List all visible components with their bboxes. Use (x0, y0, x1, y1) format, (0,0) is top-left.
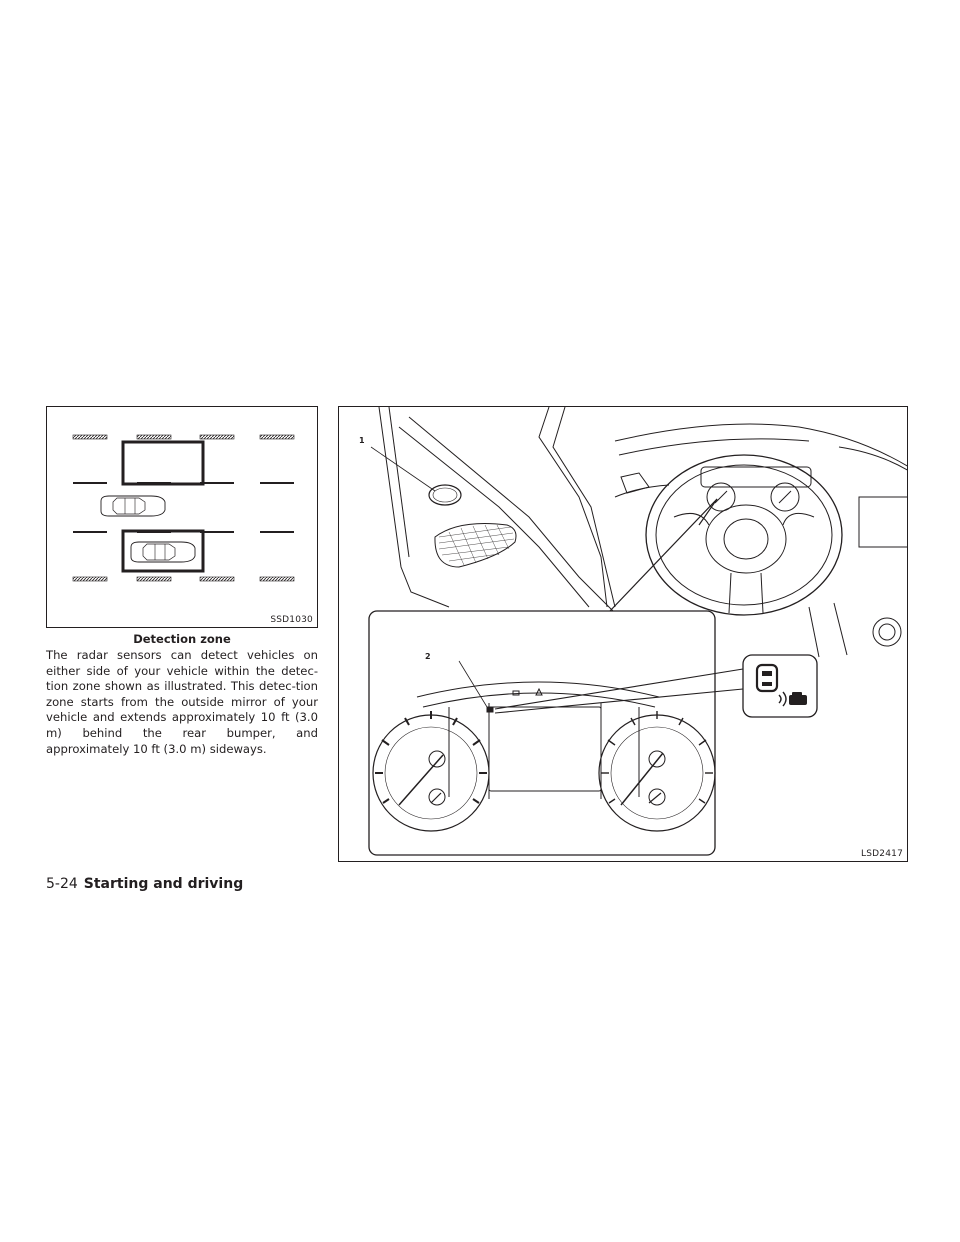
body-paragraph: The radar sensors can detect vehicles on… (46, 648, 318, 756)
mirror-indicator (428, 484, 462, 506)
cluster-inset (368, 610, 716, 856)
steering-wheel (645, 454, 843, 616)
figure-caption: Detection zone (133, 632, 231, 646)
section-title: Starting and driving (83, 876, 244, 892)
detection-zone-upper (121, 440, 205, 486)
own-vehicle (130, 541, 196, 563)
cockpit-illustration (368, 407, 907, 856)
detection-zone-diagram (72, 434, 295, 582)
detection-zone-lower (121, 529, 205, 573)
indicator-location-figure: 1 2 LSD2417 (338, 406, 908, 862)
other-vehicle (100, 495, 166, 517)
detection-zone-figure: SSD1030 (46, 406, 318, 628)
page-footer: 5-24 Starting and driving (46, 876, 243, 892)
figure-code: SSD1030 (270, 615, 313, 625)
blind-spot-warning-indicator-icon (742, 654, 818, 718)
page-number: 5-24 (46, 876, 78, 892)
figure-code: LSD2417 (861, 849, 903, 859)
